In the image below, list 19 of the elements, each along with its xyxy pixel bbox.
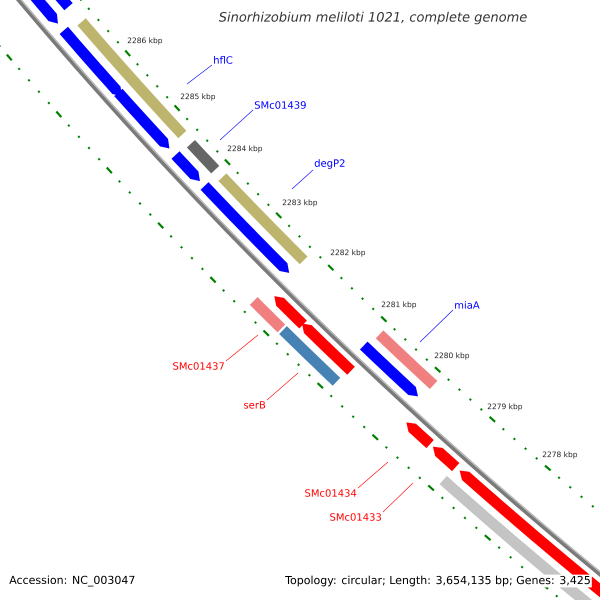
leader-line (292, 170, 314, 190)
leader-line (266, 372, 298, 400)
gene-label: SMc01434 (305, 489, 356, 497)
leader-line (220, 110, 254, 140)
gene-label: degP2 (314, 159, 344, 169)
footer-text: Accession: NC_003047 (8, 574, 136, 588)
gene-label: SMc01433 (330, 513, 381, 521)
gene-label: miaA (455, 301, 480, 309)
gene-label: SMc01437 (173, 362, 224, 370)
leader-line (420, 310, 454, 342)
leader-line (358, 462, 388, 488)
leader-line (226, 334, 258, 362)
title: Sinorhizobium meliloti 1021, complete genome (218, 12, 527, 24)
gene-label: hflC (214, 56, 232, 64)
leader-line (186, 64, 212, 84)
footer-text: Topology: circular; Length: 3,654,135 bp; Genes: 3,425 (284, 574, 592, 588)
gene-label: serB (244, 401, 266, 409)
leader-line (382, 482, 414, 512)
gene-label: SMc01439 (254, 101, 306, 109)
